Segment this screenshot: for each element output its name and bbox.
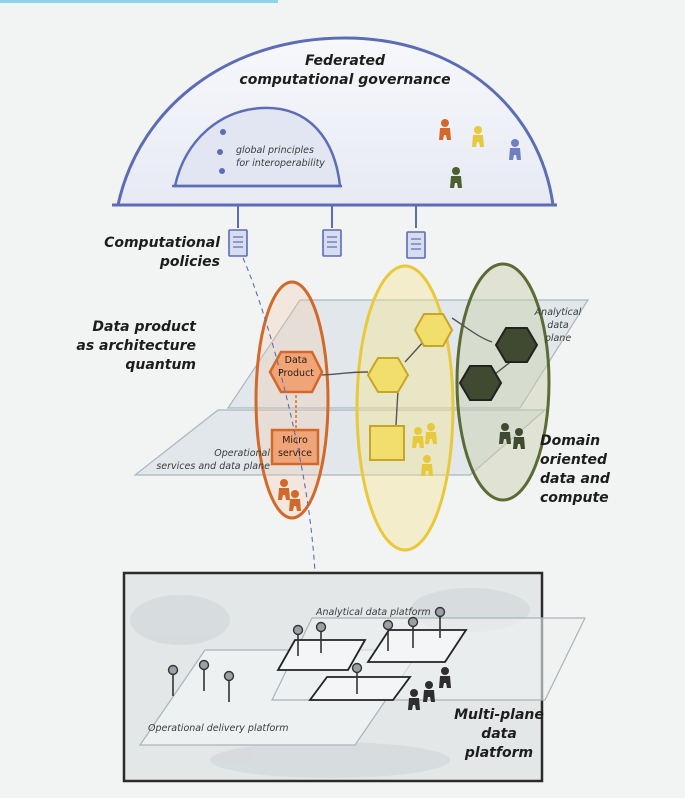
document-icons bbox=[228, 229, 426, 259]
data-product-label: Data Product bbox=[277, 355, 315, 379]
micro-service-box bbox=[270, 428, 320, 466]
quantum-label: Data product as architecture quantum bbox=[76, 319, 196, 373]
yellow-hexagon bbox=[366, 357, 410, 393]
yellow-hexagon bbox=[413, 313, 454, 347]
document-icon bbox=[406, 231, 426, 259]
operational-platform-label: Operational delivery platform bbox=[148, 723, 289, 734]
platform-node-box bbox=[276, 639, 367, 671]
domain-label: Domain oriented data and compute bbox=[540, 433, 610, 506]
yellow-domain bbox=[355, 264, 455, 552]
principle-dots bbox=[217, 129, 226, 174]
micro-service-label: Micro service bbox=[277, 435, 313, 459]
analytical-plane-label: Analytical data plane bbox=[534, 307, 582, 344]
principles-label: global principles for interoperability bbox=[236, 145, 325, 169]
orange-domain bbox=[254, 280, 330, 520]
green-hexagon bbox=[494, 327, 539, 363]
top-accent-bar bbox=[0, 0, 278, 3]
analytical-platform-label: Analytical data platform bbox=[316, 607, 431, 618]
document-icon bbox=[228, 229, 248, 257]
operational-plane-label: Operational services and data plane bbox=[156, 448, 270, 472]
green-hexagon bbox=[458, 365, 503, 401]
platform-node-box bbox=[366, 629, 468, 663]
platform-node-box bbox=[308, 676, 412, 701]
document-icon bbox=[322, 229, 342, 257]
governance-title: Federated computational governance bbox=[239, 53, 451, 88]
node-connectors bbox=[295, 317, 519, 428]
policies-label: Computational policies bbox=[104, 235, 220, 270]
platform-label: Multi-plane data platform bbox=[454, 707, 544, 761]
green-domain bbox=[455, 262, 551, 502]
yellow-service-box bbox=[369, 425, 405, 461]
governance-dome bbox=[112, 36, 557, 207]
policy-connectors bbox=[237, 205, 417, 228]
operational-plane bbox=[133, 409, 547, 476]
